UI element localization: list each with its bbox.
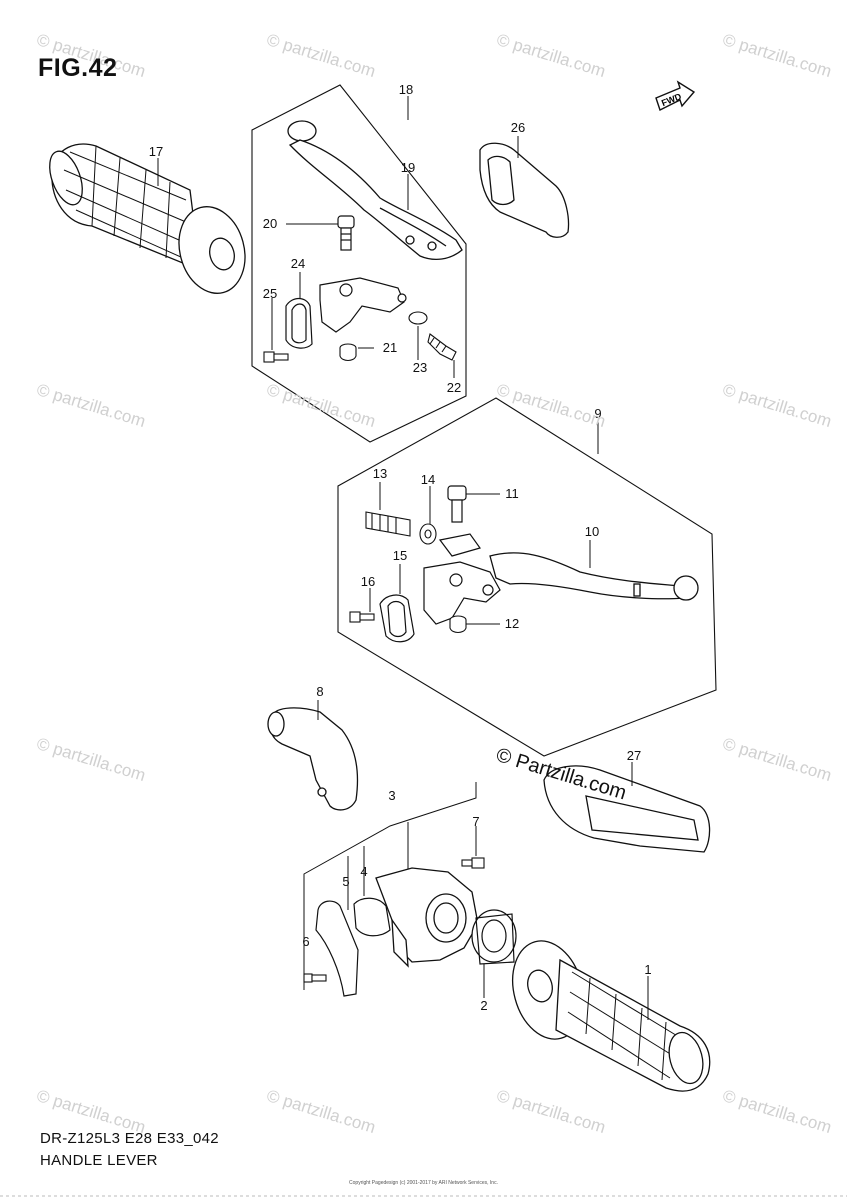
fwd-arrow-icon: FWD [655, 80, 696, 111]
callout-7: 7 [472, 814, 479, 829]
group-outline-9 [337, 397, 717, 757]
throttle-pulley-part [471, 909, 517, 965]
callout-16: 16 [361, 574, 375, 589]
cable-guide-part [267, 707, 359, 811]
callout-4: 4 [360, 864, 367, 879]
callout-8: 8 [316, 684, 323, 699]
adjuster-nut-part [408, 311, 457, 361]
figure-title: FIG.42 [38, 54, 118, 82]
callout-25: 25 [263, 286, 277, 301]
callout-24: 24 [291, 256, 305, 271]
fwd-label: FWD [660, 91, 683, 108]
clamp-bolt-part [263, 351, 289, 363]
callout-2: 2 [480, 998, 487, 1013]
callout-11: 11 [505, 486, 519, 501]
callout-labels: 1 2 3 4 5 6 7 8 9 10 11 12 13 14 15 16 1… [149, 82, 652, 1013]
callout-14: 14 [421, 472, 435, 487]
callout-23: 23 [413, 360, 427, 375]
callout-6: 6 [302, 934, 309, 949]
grip-cover-part [543, 765, 711, 853]
callout-13: 13 [373, 466, 387, 481]
model-code: DR-Z125L3 E28 E33_042 [40, 1130, 219, 1147]
callout-10: 10 [585, 524, 599, 539]
copyright-notice: Copyright Pagedesign (c) 2001-2017 by AR… [349, 1180, 498, 1186]
figure-caption: HANDLE LEVER [40, 1152, 158, 1169]
lever-bracket-part [285, 277, 407, 349]
throttle-housing-part [375, 867, 479, 968]
callout-15: 15 [393, 548, 407, 563]
housing-screw-part [461, 857, 485, 869]
callout-26: 26 [511, 120, 525, 135]
callout-27: 27 [627, 748, 641, 763]
callout-17: 17 [149, 144, 163, 159]
cover-screw-part [303, 973, 327, 983]
callout-9: 9 [594, 406, 601, 421]
callout-22: 22 [447, 380, 461, 395]
callout-12: 12 [505, 616, 519, 631]
callout-19: 19 [401, 160, 415, 175]
group-outline-18 [251, 84, 467, 443]
side-cover-part [315, 900, 359, 997]
collar-12-part [449, 615, 467, 634]
callout-21: 21 [383, 340, 397, 355]
housing-cover-part [353, 897, 391, 937]
clutch-lever-part [489, 552, 699, 601]
callout-18: 18 [399, 82, 413, 97]
bolt-11-part [447, 485, 467, 523]
clutch-bolt-16 [349, 611, 375, 623]
lever-cover-part [479, 142, 570, 238]
left-grip-part [49, 143, 246, 294]
callout-5: 5 [342, 874, 349, 889]
callout-20: 20 [263, 216, 277, 231]
brake-lever-part [287, 120, 463, 261]
right-grip-part [512, 940, 711, 1092]
leader-lines [157, 96, 649, 1020]
clutch-clamp-part [379, 594, 415, 643]
clutch-bracket-part [423, 533, 501, 625]
callout-1: 1 [644, 962, 651, 977]
adjuster-13-part [365, 511, 411, 537]
callout-3: 3 [388, 788, 395, 803]
pivot-bolt-part [337, 215, 355, 251]
collar-part [339, 343, 357, 362]
locknut-14-part [419, 523, 437, 545]
